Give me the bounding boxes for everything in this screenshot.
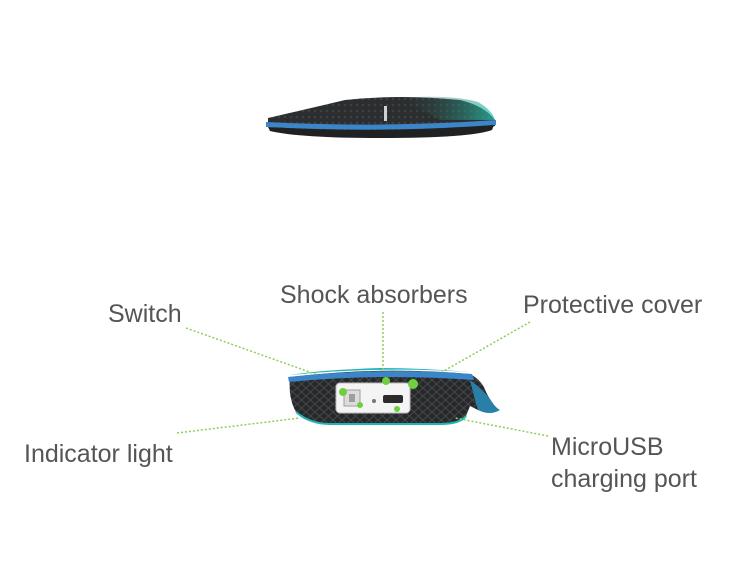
leader-cover <box>441 321 531 373</box>
label-shock-absorbers: Shock absorbers <box>280 281 468 309</box>
logo-mark <box>384 106 387 121</box>
top-blue-trim <box>288 371 474 382</box>
leader-switch <box>185 327 319 376</box>
microusb-port <box>383 395 403 403</box>
label-microusb-line1: MicroUSB <box>551 433 664 461</box>
callout-dot-shock <box>382 377 390 385</box>
device-top-view <box>266 96 496 138</box>
bottom-teal-trim <box>295 411 467 425</box>
top-teal-trim <box>290 368 470 375</box>
leader-microusb <box>454 417 549 437</box>
label-microusb-line2: charging port <box>551 465 697 493</box>
protective-cover-flap <box>470 380 500 413</box>
label-microusb-charging-port: MicroUSB charging port <box>551 431 697 495</box>
indicator-light-led <box>372 399 376 403</box>
teal-pattern <box>395 96 495 120</box>
label-switch: Switch <box>108 300 182 328</box>
callout-dot-switch <box>339 388 347 396</box>
label-protective-cover: Protective cover <box>523 291 703 319</box>
leader-indicator <box>176 417 301 434</box>
device-side-view <box>288 368 500 425</box>
device-base-edge <box>268 125 494 138</box>
callout-dot-indicator <box>357 402 363 408</box>
blue-trim <box>266 120 496 130</box>
switch-knob <box>349 394 355 402</box>
callout-dot-cover <box>408 379 418 389</box>
callout-dot-microusb <box>394 406 400 412</box>
label-indicator-light: Indicator light <box>24 440 173 468</box>
